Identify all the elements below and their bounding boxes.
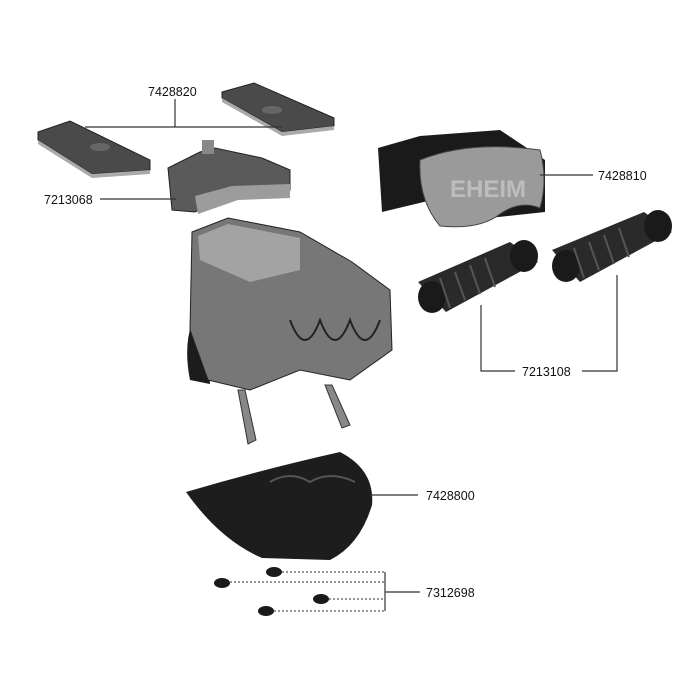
leader-lines xyxy=(85,99,618,612)
part-number-label: 7213108 xyxy=(522,365,571,379)
part-lid-cover-right xyxy=(221,82,335,136)
part-main-body xyxy=(187,217,393,445)
part-top-cap xyxy=(167,140,291,214)
eheim-logo: EHEIM xyxy=(450,176,526,203)
part-cartridge-right xyxy=(552,210,672,282)
part-lid-cover-left xyxy=(37,120,151,178)
part-number-label: 7428820 xyxy=(148,85,197,99)
part-number-label: 7213068 xyxy=(44,193,93,207)
part-number-label: 7428800 xyxy=(426,489,475,503)
part-number-label: 7312698 xyxy=(426,586,475,600)
part-suction-cups xyxy=(214,567,329,616)
part-front-cover: EHEIM xyxy=(378,130,545,228)
part-lower-housing xyxy=(186,452,373,560)
part-cartridge-left xyxy=(418,240,538,313)
part-number-label: 7428810 xyxy=(598,169,647,183)
